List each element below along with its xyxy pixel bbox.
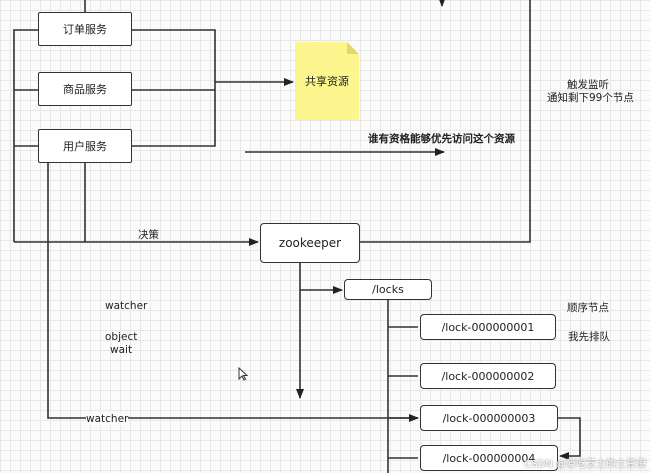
trigger-listen-text: 触发监听: [567, 79, 609, 91]
decision-text: 决策: [138, 229, 159, 241]
watermark: CSDN @爱吃芝士的土豆倪: [524, 459, 646, 470]
lock-node-4-label: /lock-000000004: [442, 451, 536, 465]
watcher-text-1: watcher: [105, 300, 148, 312]
object-text: object: [105, 331, 138, 343]
locks-label: /locks: [372, 283, 404, 296]
watcher-text-2: watcher: [86, 413, 129, 425]
notify-rest-text: 通知剩下99个节点: [547, 92, 634, 104]
user-service-box: 用户服务: [38, 129, 132, 163]
lock-node-4: /lock-000000004: [420, 445, 558, 471]
zookeeper-box: zookeeper: [260, 223, 360, 263]
lock-node-3-label: /lock-000000003: [442, 411, 536, 425]
product-service-label: 商品服务: [63, 83, 107, 96]
mouse-cursor-icon: [238, 367, 248, 381]
who-first-text: 谁有资格能够优先访问这个资源: [368, 133, 515, 145]
order-service-label: 订单服务: [63, 23, 107, 36]
lock-node-2: /lock-000000002: [420, 363, 556, 389]
zookeeper-label: zookeeper: [278, 236, 342, 250]
user-service-label: 用户服务: [63, 140, 107, 153]
wait-text: wait: [110, 344, 133, 356]
queue-first-text: 我先排队: [568, 331, 610, 343]
product-service-box: 商品服务: [38, 72, 132, 106]
order-service-box: 订单服务: [38, 12, 132, 46]
shared-resource-label: 共享资源: [305, 75, 349, 88]
lock-node-3: /lock-000000003: [420, 405, 558, 431]
lock-node-1: /lock-000000001: [420, 314, 556, 340]
lock-node-1-label: /lock-000000001: [441, 320, 535, 334]
lock-node-2-label: /lock-000000002: [441, 369, 535, 383]
shared-resource-note: 共享资源: [295, 42, 359, 120]
locks-box: /locks: [344, 279, 432, 300]
sequential-node-text: 顺序节点: [567, 302, 609, 314]
note-fold-icon: [347, 42, 359, 54]
